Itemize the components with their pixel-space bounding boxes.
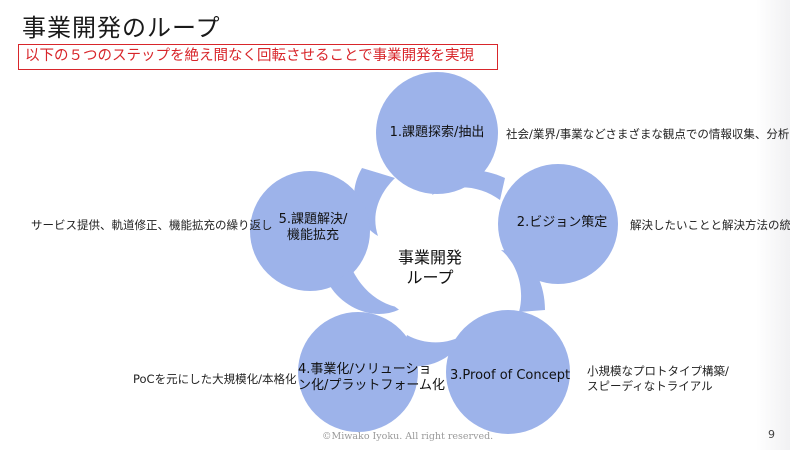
- petal-step-3: [446, 250, 570, 434]
- step-1-description-line1: 社会/業界/事業などさまざまな観点での情報収集、分析: [506, 127, 790, 141]
- step-5-description-line1: サービス提供、軌道修正、機能拡充の繰り返し: [31, 218, 273, 232]
- step-1-description: 社会/業界/事業などさまざまな観点での情報収集、分析: [506, 127, 789, 142]
- step-1-label: 1.課題探索/抽出: [382, 125, 492, 141]
- center-hub: [374, 204, 490, 320]
- slide-title: 事業開発のループ: [22, 14, 221, 42]
- step-3-label-line1: 3.Proof of Concept: [450, 368, 571, 383]
- step-5-label-line2: 機能拡充: [286, 228, 339, 243]
- petal-step-2: [432, 164, 618, 284]
- slide-edge-shadow: [756, 0, 790, 450]
- step-2-description: 解決したいことと解決方法の統合: [630, 218, 790, 233]
- center-label-line1: 事業開発: [397, 248, 462, 267]
- petal-step-4: [298, 312, 465, 432]
- step-5-label: 5.課題解決/ 機能拡充: [268, 212, 358, 244]
- step-4-label: 4.事業化/ソリューショ ン化/プラットフォーム化: [298, 362, 445, 394]
- step-4-description-line1: PoCを元にした大規模化/本格化: [133, 372, 297, 386]
- step-4-label-line1: 4.事業化/ソリューショ: [298, 362, 432, 377]
- step-3-description-line2: スピーディなトライアル: [587, 379, 713, 393]
- step-3-label: 3.Proof of Concept: [450, 368, 571, 384]
- center-label-line2: ループ: [406, 268, 454, 287]
- step-2-description-line1: 解決したいことと解決方法の統合: [630, 218, 790, 232]
- step-1-label-line1: 1.課題探索/抽出: [389, 125, 485, 140]
- step-3-description: 小規模なプロトタイプ構築/ スピーディなトライアル: [587, 364, 729, 394]
- step-4-description: PoCを元にした大規模化/本格化: [133, 372, 296, 387]
- step-5-description: サービス提供、軌道修正、機能拡充の繰り返し: [31, 218, 273, 233]
- petal-step-5: [250, 171, 402, 314]
- step-2-label-line1: 2.ビジョン策定: [516, 215, 608, 230]
- copyright-notice: ©Miwako Iyoku. All right reserved.: [322, 431, 494, 442]
- step-2-label: 2.ビジョン策定: [512, 215, 612, 231]
- center-label: 事業開発 ループ: [380, 248, 480, 288]
- step-3-description-line1: 小規模なプロトタイプ構築/: [587, 364, 729, 378]
- subtitle-banner: 以下の５つのステップを絶え間なく回転させることで事業開発を実現: [18, 44, 498, 70]
- step-4-label-line2: ン化/プラットフォーム化: [298, 378, 445, 393]
- step-5-label-line1: 5.課題解決/: [278, 212, 348, 227]
- page-number: 9: [768, 428, 775, 441]
